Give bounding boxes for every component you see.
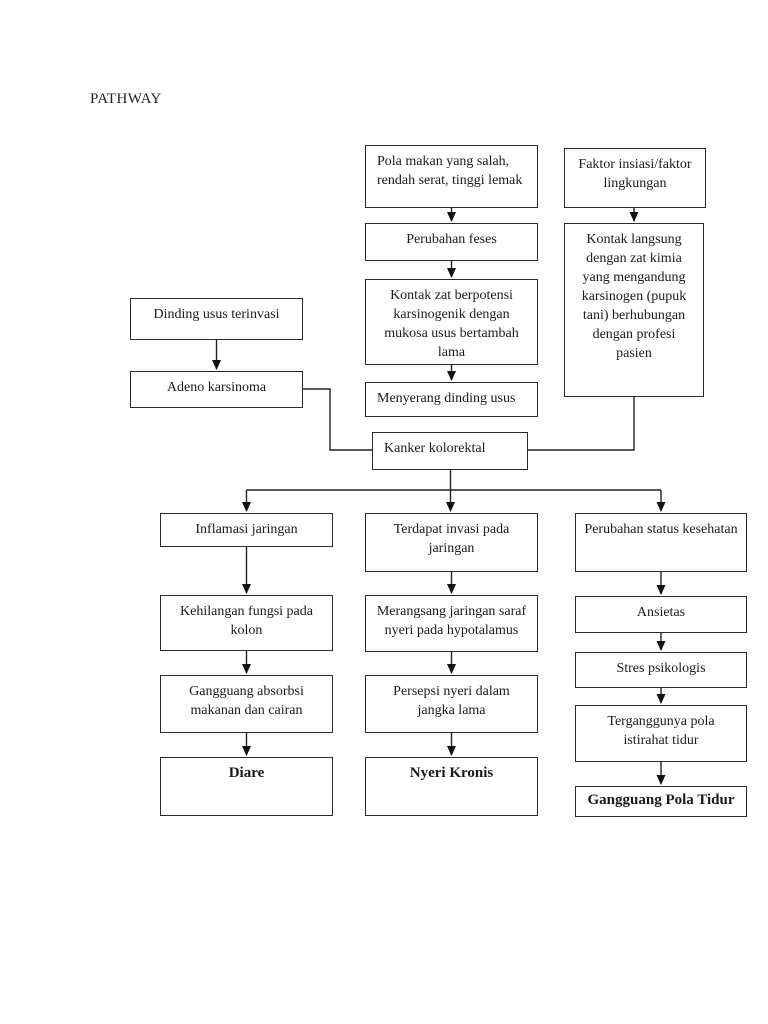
- node-merangsang-saraf: Merangsang jaringan saraf nyeri pada hyp…: [365, 595, 538, 652]
- node-gangguan-pola-tidur: Gangguang Pola Tidur: [575, 786, 747, 817]
- node-gangguan-absorbsi: Gangguang absorbsi makanan dan cairan: [160, 675, 333, 733]
- node-kanker-kolorektal: Kanker kolorektal: [372, 432, 528, 470]
- node-menyerang-dinding: Menyerang dinding usus: [365, 382, 538, 417]
- node-faktor-insiasi: Faktor insiasi/faktor lingkungan: [564, 148, 706, 208]
- node-inflamasi-jaringan: Inflamasi jaringan: [160, 513, 333, 547]
- node-ansietas: Ansietas: [575, 596, 747, 633]
- node-perubahan-status: Perubahan status kesehatan: [575, 513, 747, 572]
- node-dinding-usus: Dinding usus terinvasi: [130, 298, 303, 340]
- node-kontak-langsung: Kontak langsung dengan zat kimia yang me…: [564, 223, 704, 397]
- node-pola-makan: Pola makan yang salah, rendah serat, tin…: [365, 145, 538, 208]
- connector-adeno-to-kanker: [303, 388, 372, 451]
- node-perubahan-feses: Perubahan feses: [365, 223, 538, 261]
- node-kehilangan-fungsi: Kehilangan fungsi pada kolon: [160, 595, 333, 651]
- node-kontak-zat: Kontak zat berpotensi karsinogenik denga…: [365, 279, 538, 365]
- connector-kontaklangsung-to-kanker: [528, 397, 635, 451]
- page-title: PATHWAY: [90, 91, 162, 107]
- node-terganggu-istirahat: Terganggunya pola istirahat tidur: [575, 705, 747, 762]
- node-diare: Diare: [160, 757, 333, 816]
- node-stres-psikologis: Stres psikologis: [575, 652, 747, 688]
- node-terdapat-invasi: Terdapat invasi pada jaringan: [365, 513, 538, 572]
- node-nyeri-kronis: Nyeri Kronis: [365, 757, 538, 816]
- node-adeno-karsinoma: Adeno karsinoma: [130, 371, 303, 408]
- node-persepsi-nyeri: Persepsi nyeri dalam jangka lama: [365, 675, 538, 733]
